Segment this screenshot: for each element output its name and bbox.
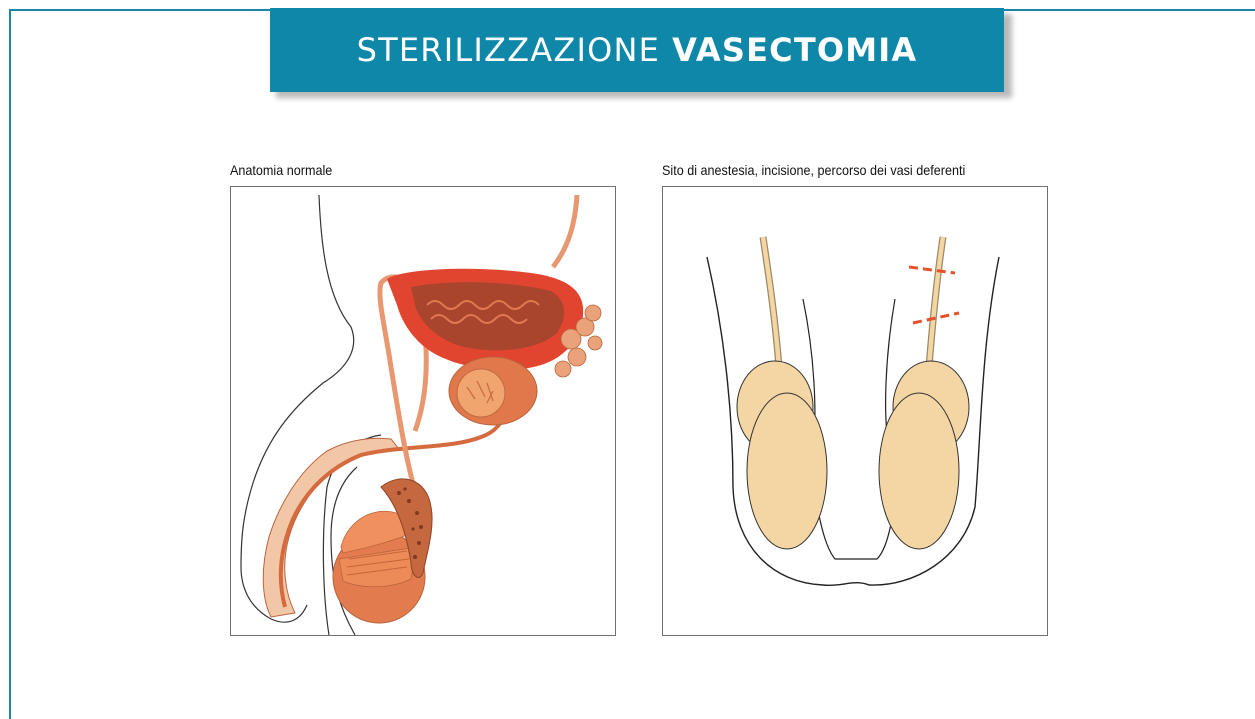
panel-normal-anatomy [230,186,616,636]
vasectomy-site-illustration [663,187,1047,635]
vas-deferens-upper [553,195,577,267]
normal-anatomy-illustration [231,187,615,635]
page-frame [9,9,1255,719]
panel-vasectomy-site [662,186,1048,636]
title-regular: STERILIZZAZIONE [357,31,660,69]
prostate-section [457,369,505,417]
vas-deferens-right-core [929,237,943,367]
vas-deferens-left-core [763,237,779,367]
title-bold: VASECTOMIA [672,31,917,69]
testis-left [747,393,827,549]
title-banner: STERILIZZAZIONE VASECTOMIA [270,8,1004,92]
incision-mark-upper [909,267,955,273]
right-panel-caption: Sito di anestesia, incisione, percorso d… [662,162,965,178]
testis-right [879,393,959,549]
left-panel-caption: Anatomia normale [230,162,332,178]
